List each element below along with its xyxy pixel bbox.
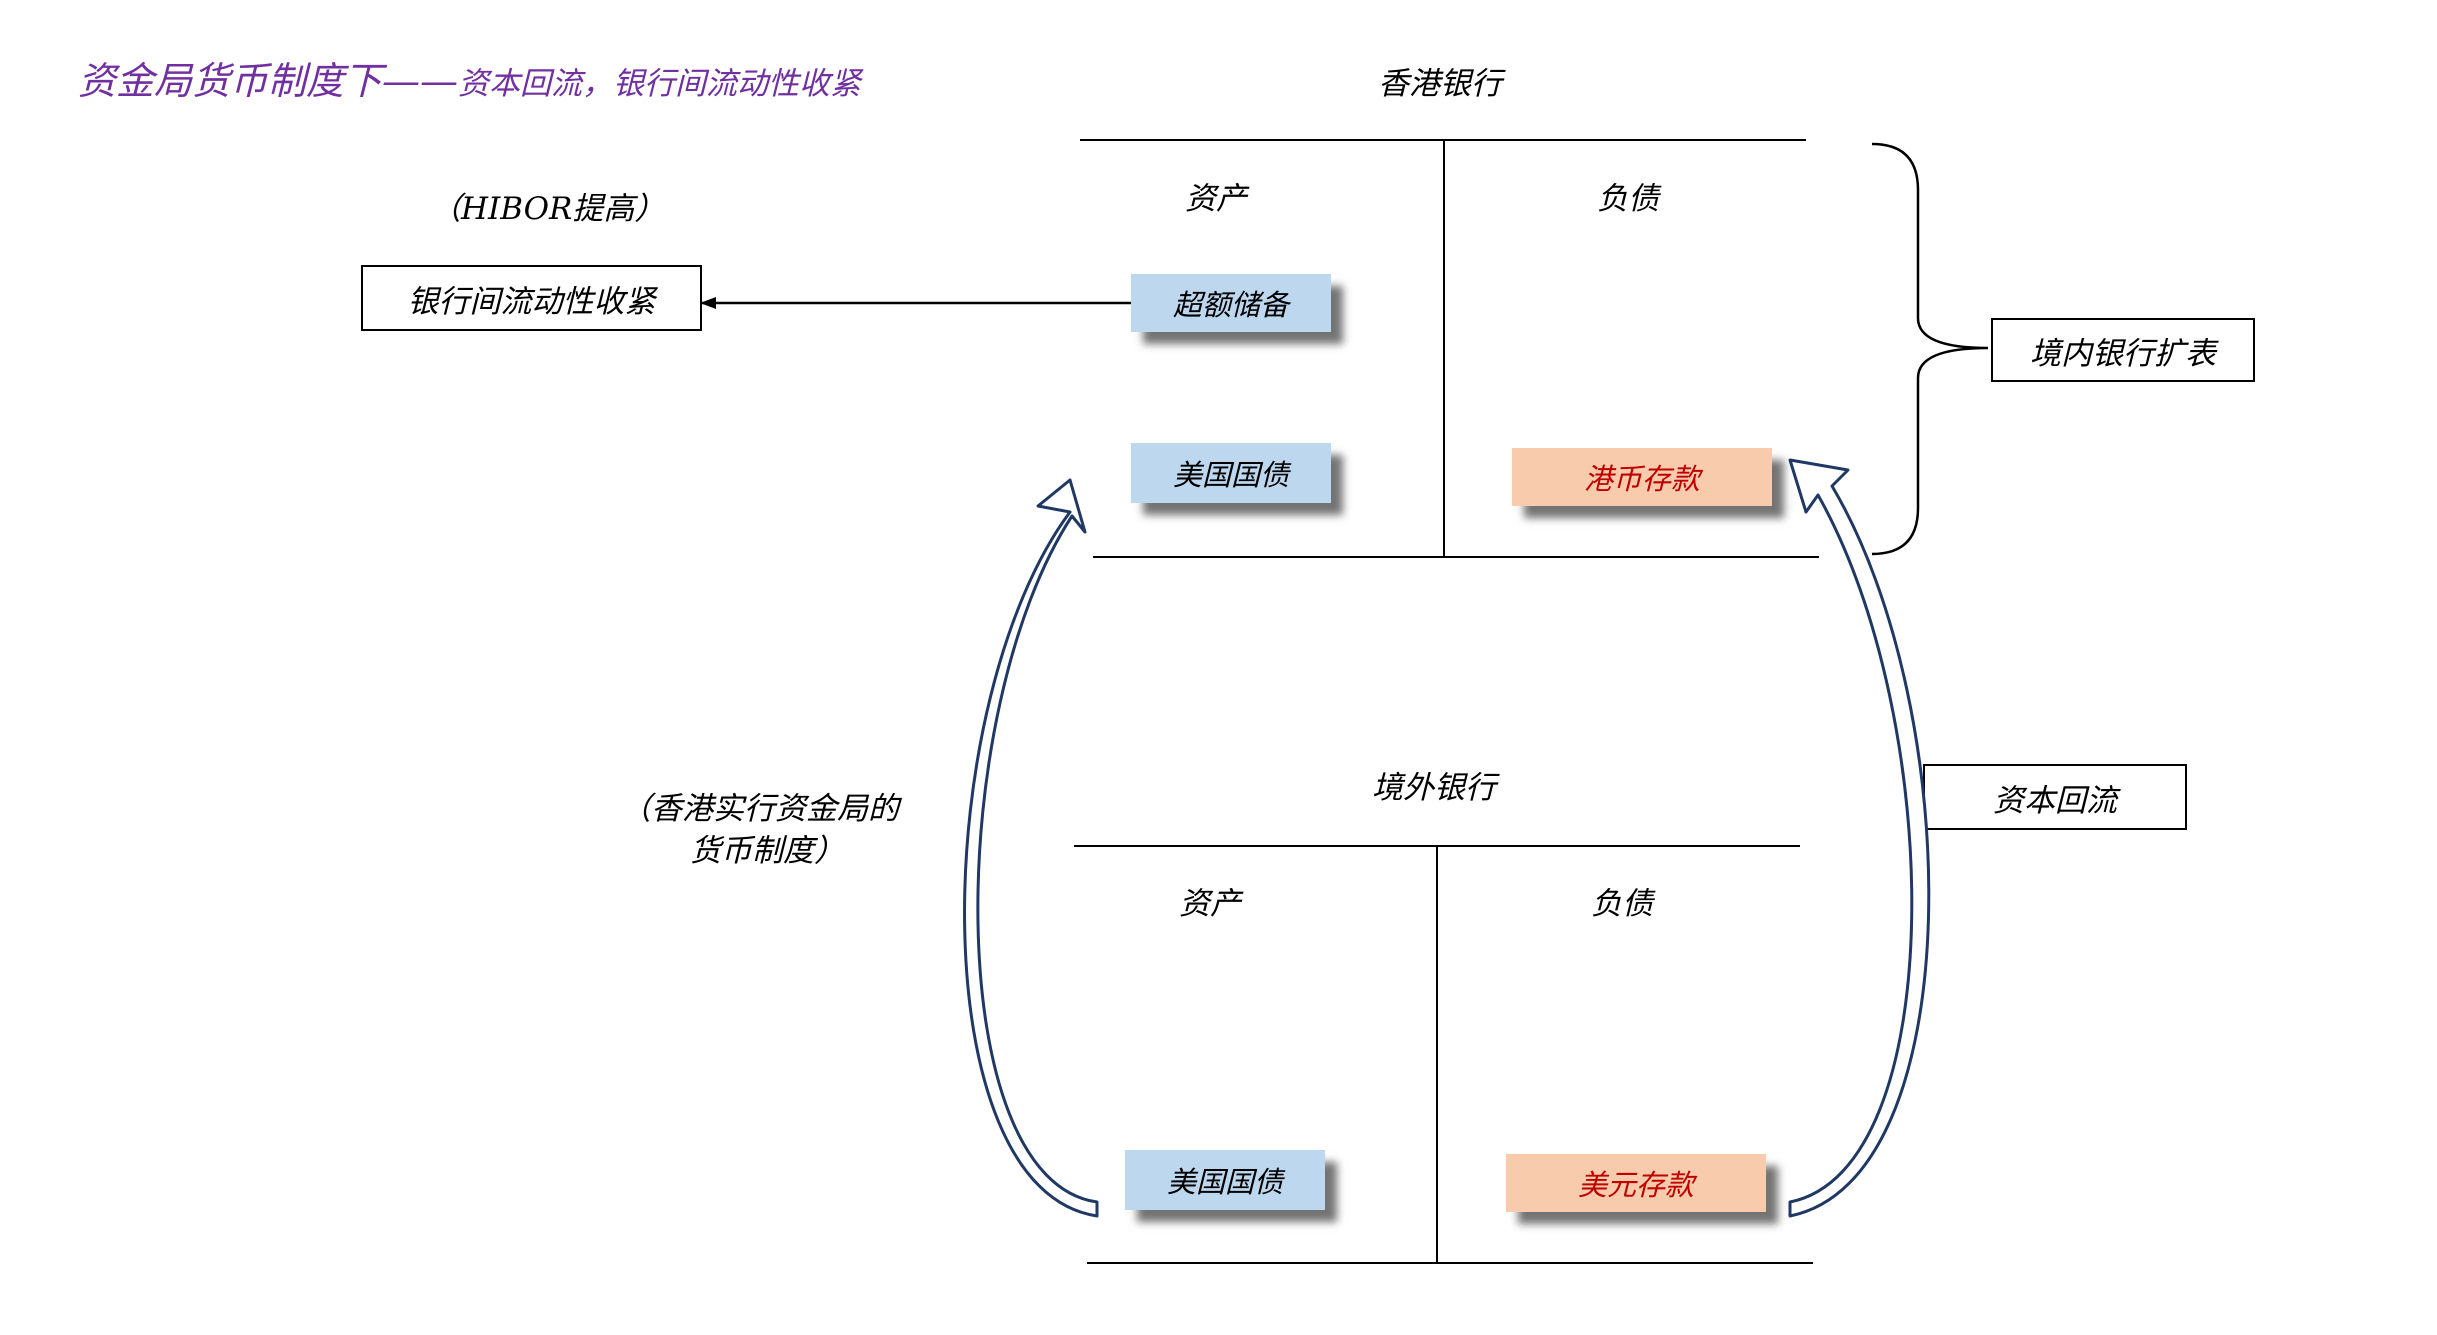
offshore-liabilities-label: 负债 (1591, 886, 1653, 922)
domestic-expansion-box: 境内银行扩表 (1991, 318, 2255, 382)
currency-board-note-line2: 货币制度） (690, 833, 845, 869)
left-curved-flow-arrow (963, 478, 1099, 1218)
hk-bank-divider (1443, 140, 1445, 558)
offshore-bank-bottom-rule (1087, 1262, 1813, 1264)
expansion-brace (1871, 142, 1989, 556)
interbank-tightening-box: 银行间流动性收紧 (361, 265, 702, 331)
hk-liabilities-label: 负债 (1597, 181, 1659, 217)
title-sub: 资本回流，银行间流动性收紧 (458, 66, 862, 102)
title-main: 资金局货币制度下—— (78, 59, 459, 103)
offshore-assets-label: 资产 (1179, 886, 1241, 922)
hk-excess-reserves: 超额储备 (1131, 274, 1331, 332)
offshore-us-treasuries: 美国国债 (1125, 1150, 1325, 1210)
capital-return-box: 资本回流 (1923, 764, 2187, 830)
currency-board-note-line1: （香港实行资金局的 (620, 791, 899, 827)
hk-bank-title: 香港银行 (1378, 66, 1502, 102)
hk-assets-label: 资产 (1185, 181, 1247, 217)
offshore-bank-title: 境外银行 (1372, 770, 1496, 806)
offshore-usd-deposits: 美元存款 (1506, 1154, 1766, 1212)
right-curved-flow-arrow (1788, 458, 1931, 1218)
slide-title: 资金局货币制度下——资本回流，银行间流动性收紧 (78, 50, 861, 105)
hibor-note: （HIBOR提高） (430, 191, 666, 227)
offshore-bank-divider (1436, 846, 1438, 1264)
hk-bank-bottom-rule (1093, 556, 1819, 558)
hk-us-treasuries: 美国国债 (1131, 443, 1331, 503)
hk-hkd-deposits: 港币存款 (1512, 448, 1772, 506)
